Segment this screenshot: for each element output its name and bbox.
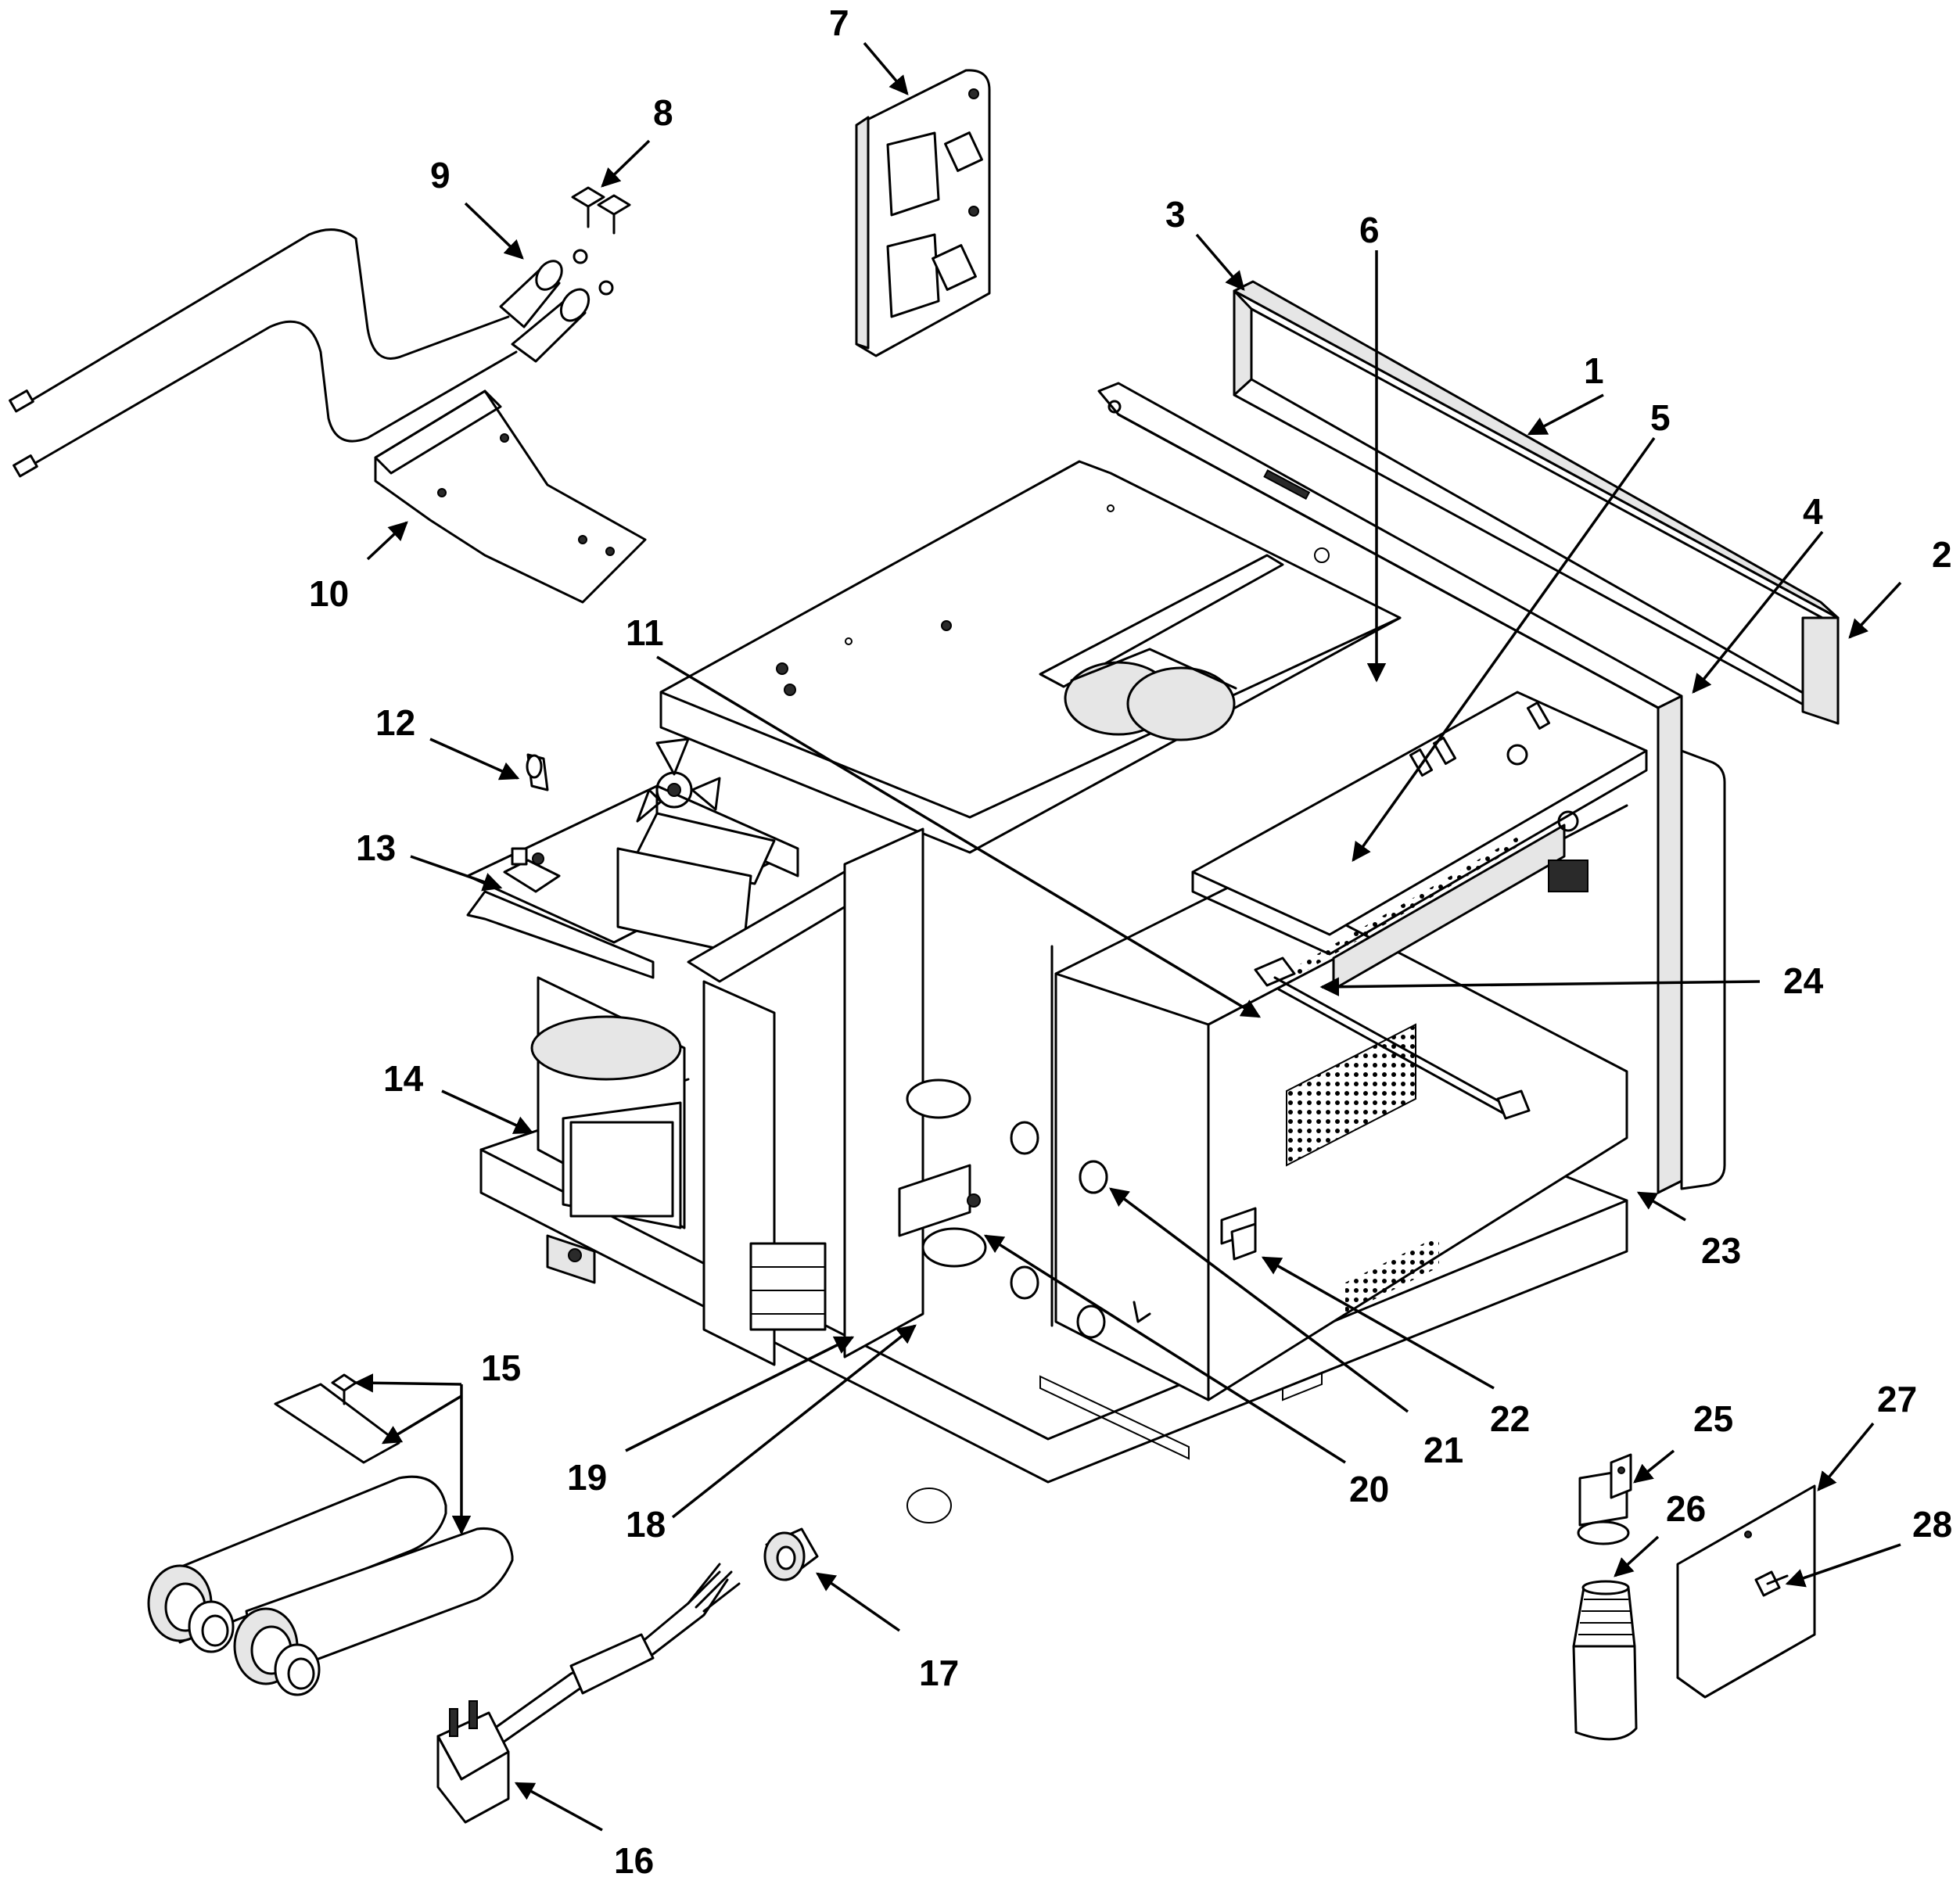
leader-15b: [381, 1394, 462, 1445]
power-cord: [436, 1563, 741, 1824]
screws-8: [571, 186, 631, 235]
front-trim-panel: [1233, 280, 1840, 725]
leader-20: [983, 1234, 1346, 1464]
lamp-socket: [1577, 1453, 1632, 1545]
cavity-grommet-21: [1079, 1160, 1108, 1194]
main-cabinet: [479, 382, 1726, 1523]
door-switch-bracket: [855, 69, 991, 357]
leader-25: [1633, 1449, 1675, 1484]
waveguide-cover: [1039, 554, 1284, 741]
capacitor-bracket: [274, 1373, 400, 1464]
leader-13: [410, 855, 503, 892]
callout-7: 7: [829, 2, 849, 43]
leader-22: [1261, 1256, 1495, 1390]
leader-19: [625, 1336, 855, 1452]
leader-18: [671, 1324, 917, 1519]
leader-4: [1692, 530, 1824, 694]
lamp-cover: [1676, 1484, 1816, 1699]
callout-12: 12: [375, 702, 415, 743]
callout-20: 20: [1349, 1469, 1389, 1509]
callout-15: 15: [481, 1348, 521, 1388]
control-board: [1191, 691, 1648, 991]
grommet: [763, 1527, 819, 1581]
callout-14: 14: [383, 1058, 424, 1099]
callout-5: 5: [1650, 397, 1671, 438]
leader-15a: [354, 1373, 462, 1393]
callout-13: 13: [356, 827, 396, 868]
thermal-fuse: [526, 753, 549, 791]
callout-3: 3: [1165, 194, 1186, 235]
callout-10: 10: [309, 573, 349, 614]
leader-9: [464, 202, 524, 260]
callout-9: 9: [430, 155, 451, 196]
screw-28: [1754, 1570, 1789, 1597]
callout-6: 6: [1359, 210, 1380, 250]
leader-8: [601, 139, 651, 188]
callout-25: 25: [1693, 1398, 1733, 1439]
leader-28: [1785, 1543, 1901, 1588]
leader-10: [366, 521, 408, 561]
callout-21: 21: [1423, 1430, 1463, 1470]
callout-11: 11: [626, 612, 664, 653]
callout-24: 24: [1783, 960, 1824, 1001]
mounting-bracket: [374, 389, 647, 604]
leader-16: [514, 1782, 603, 1832]
leader-14: [441, 1089, 534, 1134]
leader-7: [863, 41, 909, 95]
callout-28: 28: [1912, 1504, 1952, 1545]
leader-1: [1527, 393, 1604, 436]
leader-23: [1636, 1191, 1686, 1222]
callout-19: 19: [567, 1457, 607, 1498]
leader-lines: [354, 41, 1902, 1832]
leader-17: [815, 1572, 900, 1632]
callout-numbers: 1 2 3 4 5 6 7 8 9 10 11 12 13 14 15 16 1…: [309, 2, 1952, 1877]
fuse-harness: [9, 228, 614, 478]
leader-21: [1109, 1187, 1409, 1413]
leader-24: [1319, 977, 1761, 996]
callout-18: 18: [626, 1504, 666, 1545]
callout-4: 4: [1803, 491, 1823, 532]
callout-16: 16: [614, 1840, 654, 1877]
leader-26: [1614, 1535, 1660, 1577]
leader-5: [1352, 436, 1656, 862]
callout-2: 2: [1932, 534, 1952, 575]
leader-2: [1848, 581, 1902, 639]
callout-22: 22: [1490, 1398, 1530, 1439]
humidity-sensor: [1254, 956, 1531, 1120]
lamp-bulb: [1572, 1580, 1638, 1741]
callout-26: 26: [1666, 1488, 1706, 1529]
leader-12: [429, 738, 520, 781]
hv-capacitors: [147, 1475, 514, 1696]
callout-23: 23: [1701, 1230, 1741, 1271]
fan-motor: [616, 738, 776, 956]
leader-3: [1195, 233, 1245, 291]
callout-8: 8: [653, 92, 673, 133]
door-latch-22: [1220, 1207, 1257, 1261]
leader-27: [1817, 1422, 1875, 1491]
callout-27: 27: [1877, 1379, 1917, 1419]
leader-11: [656, 655, 1262, 1018]
thermal-cutout: [503, 847, 561, 893]
hv-components: [687, 827, 987, 1366]
callout-1: 1: [1584, 350, 1604, 391]
callout-17: 17: [919, 1653, 959, 1693]
